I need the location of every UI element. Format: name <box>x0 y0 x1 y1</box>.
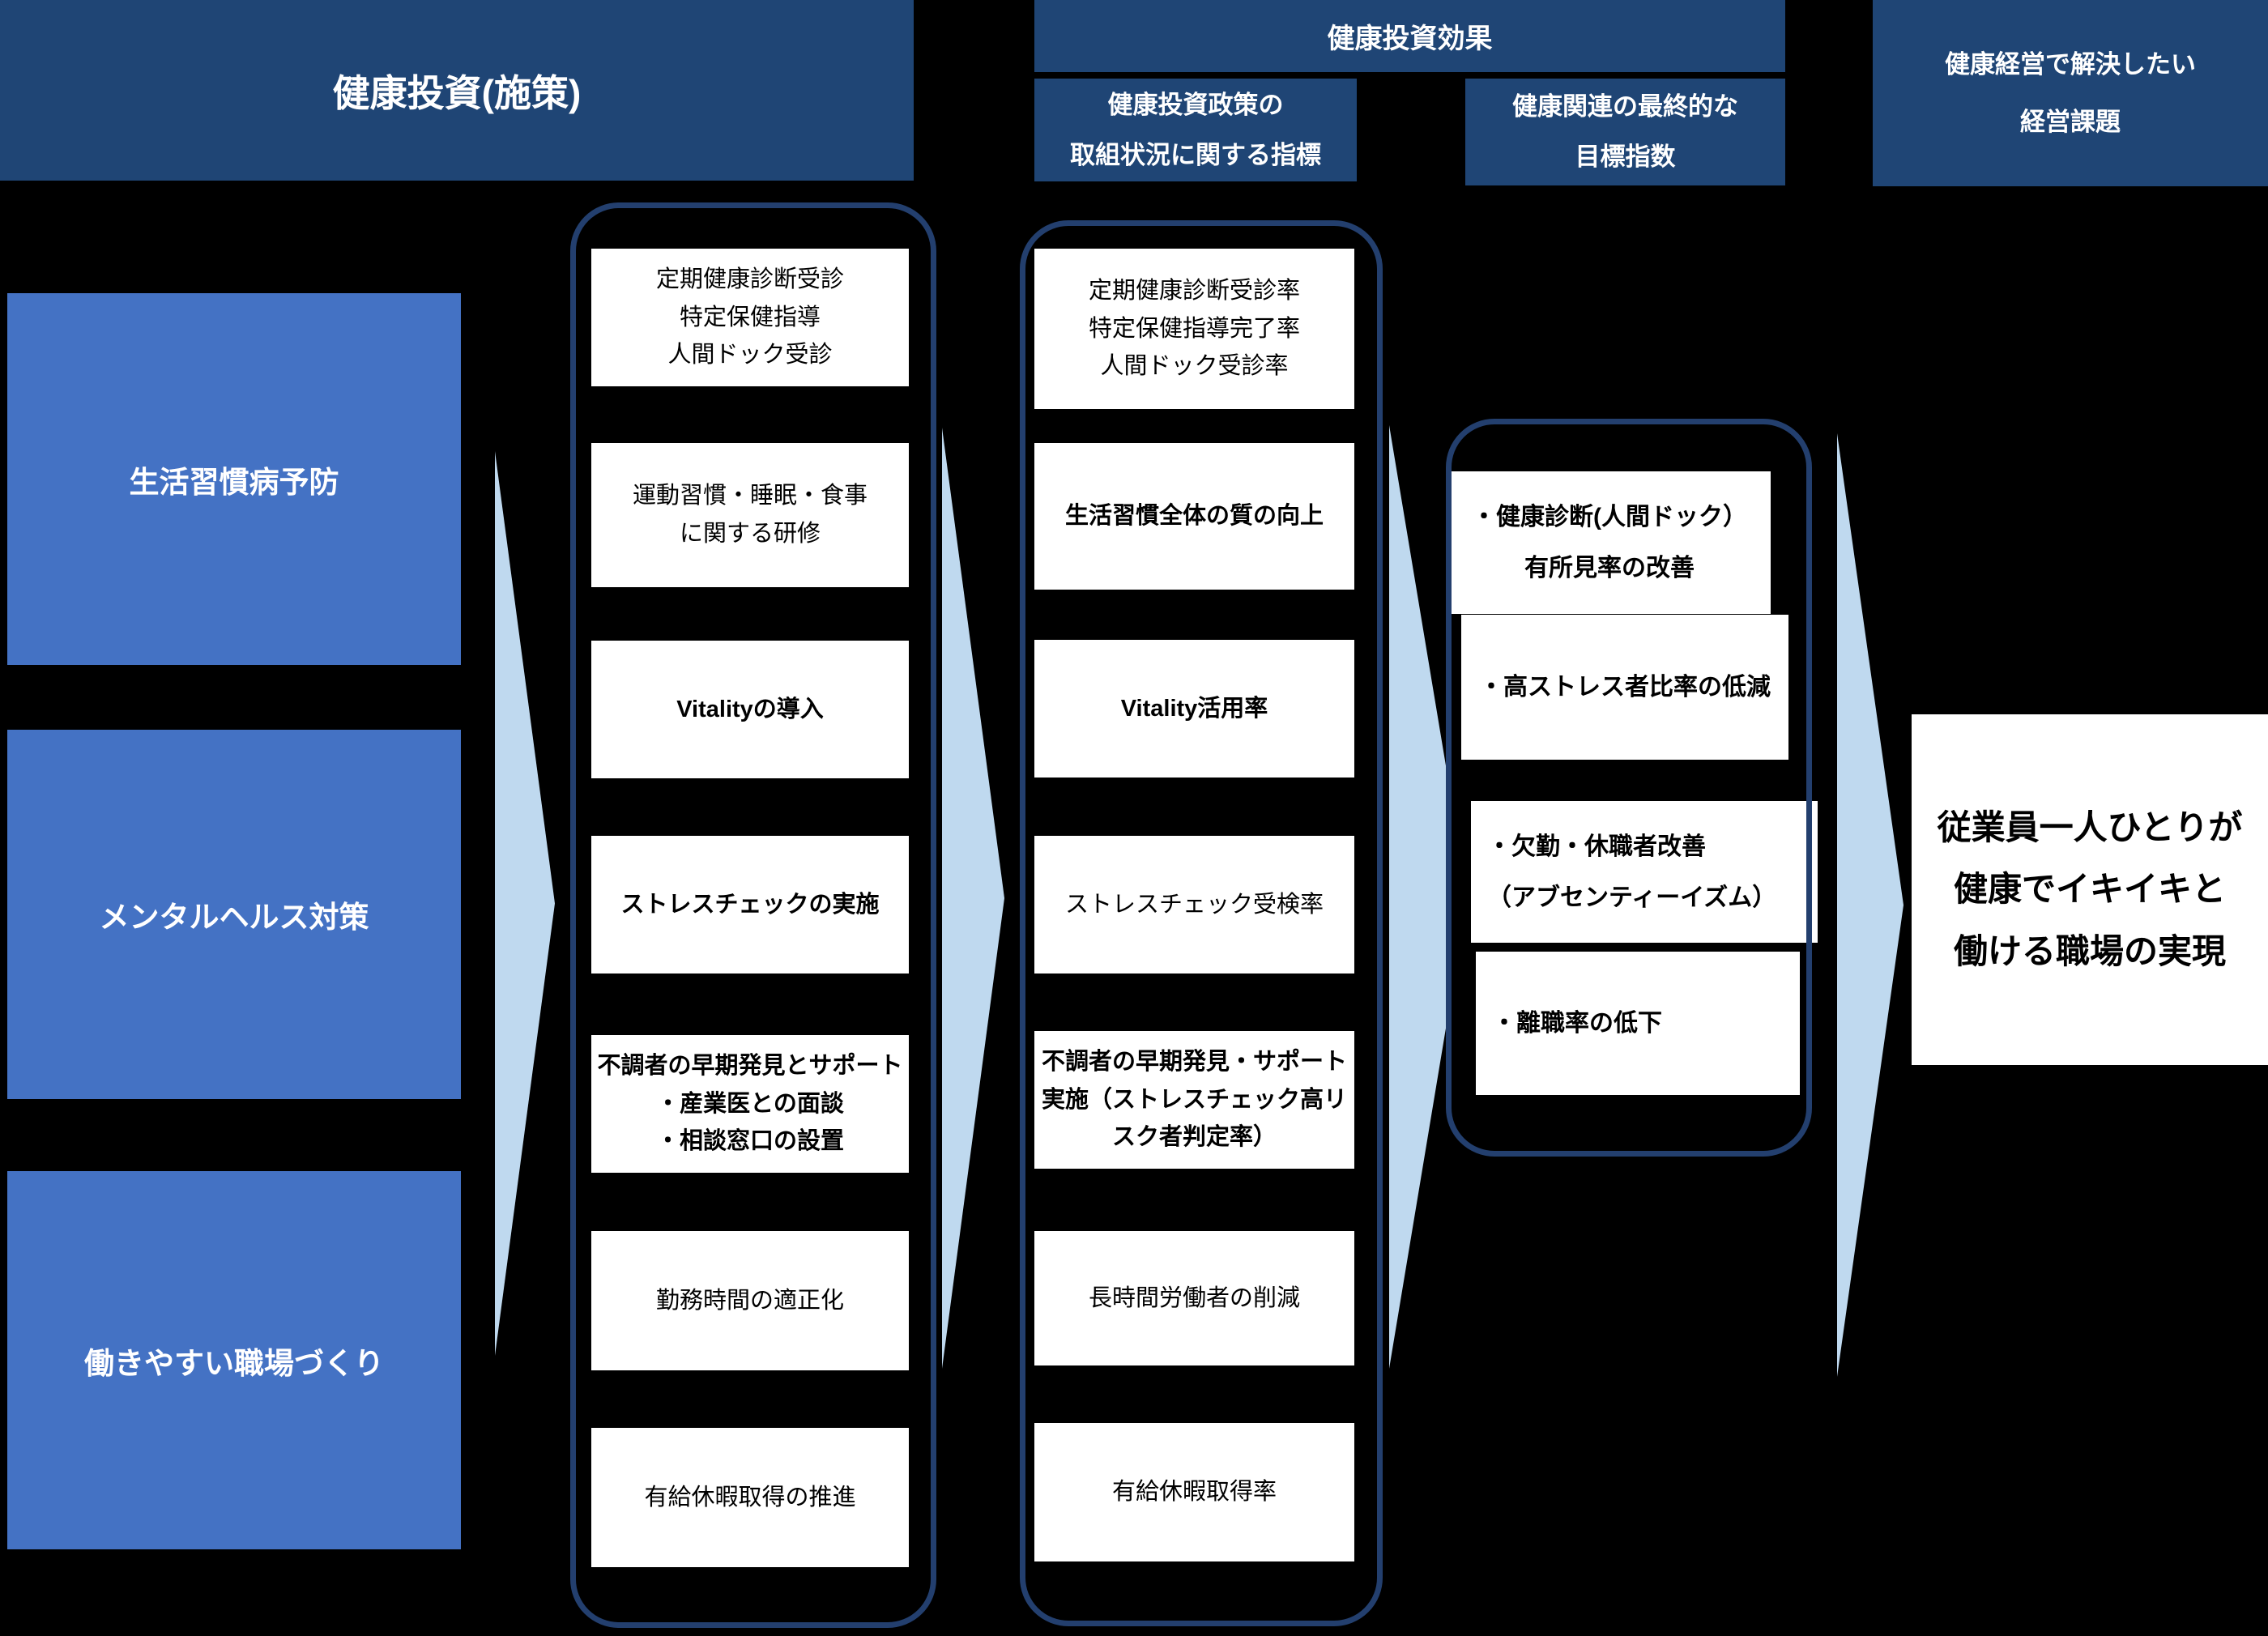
header-policy-indicator-line1: 健康投資政策の <box>1107 90 1284 119</box>
goal-line1: 従業員一人ひとりが <box>1937 807 2243 846</box>
measure-line: 運動習慣・睡眠・食事 <box>632 483 868 509</box>
flow-arrow-4-icon <box>1837 433 1904 1377</box>
indicator-line: 有給休暇取得率 <box>1111 1479 1277 1506</box>
header-target-indicator-line2: 目標指数 <box>1575 143 1676 171</box>
indicator-box-paid-leave-rate: 有給休暇取得率 <box>1034 1423 1354 1561</box>
target-box-absenteeism: ・欠勤・休職者改善 （アブセンティーイズム） <box>1471 801 1818 943</box>
category-label: 働きやすい職場づくり <box>84 1346 384 1380</box>
category-mental-health: メンタルヘルス対策 <box>7 730 461 1099</box>
indicator-line: 人間ドック受診率 <box>1100 353 1289 380</box>
header-management-issue: 健康経営で解決したい 経営課題 <box>1873 0 2268 186</box>
measure-line: 有給休暇取得の推進 <box>644 1484 856 1510</box>
measure-line: ストレスチェックの実施 <box>620 891 880 918</box>
indicator-line: 定期健康診断受診率 <box>1088 277 1300 304</box>
measure-line: 定期健康診断受診 <box>655 266 844 292</box>
target-box-turnover-reduction: ・離職率の低下 <box>1476 952 1800 1095</box>
indicator-line: ストレスチェック受検率 <box>1064 891 1324 918</box>
target-line: ・高ストレス者比率の低減 <box>1479 674 1771 701</box>
header-investment-label: 健康投資(施策) <box>332 71 582 114</box>
measure-box-vitality: Vitalityの導入 <box>591 641 909 778</box>
measure-box-early-detection: 不調者の早期発見とサポート ・産業医との面談 ・相談窓口の設置 <box>591 1035 909 1173</box>
measure-line: ・産業医との面談 <box>656 1090 844 1117</box>
target-box-high-stress-reduction: ・高ストレス者比率の低減 <box>1461 615 1788 760</box>
header-management-issue-line2: 経営課題 <box>2020 108 2121 136</box>
indicator-line: 実施（ストレスチェック高リ <box>1041 1086 1347 1113</box>
flow-arrow-2-icon <box>942 428 1004 1369</box>
indicator-line: 特定保健指導完了率 <box>1088 315 1300 342</box>
measure-line: 特定保健指導 <box>679 304 821 330</box>
indicator-box-long-hours-reduction: 長時間労働者の削減 <box>1034 1231 1354 1365</box>
target-line: ・離職率の低下 <box>1492 1010 1662 1037</box>
indicator-line: 長時間労働者の削減 <box>1088 1285 1300 1311</box>
indicator-line: スク者判定率） <box>1111 1124 1277 1151</box>
indicator-box-stress-check-rate: ストレスチェック受検率 <box>1034 836 1354 974</box>
measure-line: 不調者の早期発見とサポート <box>597 1052 903 1079</box>
indicator-box-vitality-rate: Vitality活用率 <box>1034 640 1354 778</box>
indicator-line: 不調者の早期発見・サポート <box>1041 1048 1347 1075</box>
measure-line: Vitalityの導入 <box>676 696 824 722</box>
category-label: 生活習慣病予防 <box>129 465 339 499</box>
category-comfortable-workplace: 働きやすい職場づくり <box>7 1171 461 1549</box>
indicator-box-checkup-rate: 定期健康診断受診率 特定保健指導完了率 人間ドック受診率 <box>1034 249 1354 409</box>
header-effect: 健康投資効果 <box>1034 0 1785 72</box>
measure-line: 人間ドック受診 <box>667 342 833 369</box>
target-line: （アブセンティーイズム） <box>1487 884 1777 911</box>
measure-box-stress-check: ストレスチェックの実施 <box>591 836 909 974</box>
target-box-checkup-findings: ・健康診断(人間ドック） 有所見率の改善 <box>1448 471 1771 614</box>
indicator-line: 生活習慣全体の質の向上 <box>1064 503 1324 530</box>
measure-box-checkup: 定期健康診断受診 特定保健指導 人間ドック受診 <box>591 249 909 386</box>
goal-line3: 働ける職場の実現 <box>1953 931 2226 970</box>
category-label: メンタルヘルス対策 <box>99 901 369 934</box>
header-policy-indicator-line2: 取組状況に関する指標 <box>1070 140 1321 169</box>
indicator-box-early-detection-rate: 不調者の早期発見・サポート 実施（ストレスチェック高リ スク者判定率） <box>1034 1031 1354 1169</box>
category-lifestyle-disease-prevention: 生活習慣病予防 <box>7 293 461 665</box>
measure-line: 勤務時間の適正化 <box>655 1287 844 1314</box>
measure-box-paid-leave: 有給休暇取得の推進 <box>591 1428 909 1567</box>
header-management-issue-line1: 健康経営で解決したい <box>1945 49 2196 79</box>
measure-box-working-hours: 勤務時間の適正化 <box>591 1231 909 1370</box>
indicator-line: Vitality活用率 <box>1120 695 1268 722</box>
measure-line: ・相談窓口の設置 <box>655 1128 844 1155</box>
indicator-box-lifestyle-quality: 生活習慣全体の質の向上 <box>1034 443 1354 590</box>
header-policy-indicator: 健康投資政策の 取組状況に関する指標 <box>1034 79 1357 181</box>
header-investment: 健康投資(施策) <box>0 0 914 181</box>
goal-box: 従業員一人ひとりが 健康でイキイキと 働ける職場の実現 <box>1912 714 2268 1065</box>
target-line: ・欠勤・休職者改善 <box>1487 833 1706 860</box>
target-line: 有所見率の改善 <box>1524 555 1695 582</box>
header-effect-label: 健康投資効果 <box>1327 23 1493 54</box>
flow-arrow-1-icon <box>495 451 555 1356</box>
target-line: ・健康診断(人間ドック） <box>1472 504 1747 530</box>
header-target-indicator-line1: 健康関連の最終的な <box>1512 92 1738 121</box>
header-target-indicator: 健康関連の最終的な 目標指数 <box>1465 79 1785 185</box>
goal-line2: 健康でイキイキと <box>1953 870 2226 909</box>
measure-line: に関する研修 <box>679 521 821 547</box>
measure-box-lifestyle-training: 運動習慣・睡眠・食事 に関する研修 <box>591 443 909 587</box>
